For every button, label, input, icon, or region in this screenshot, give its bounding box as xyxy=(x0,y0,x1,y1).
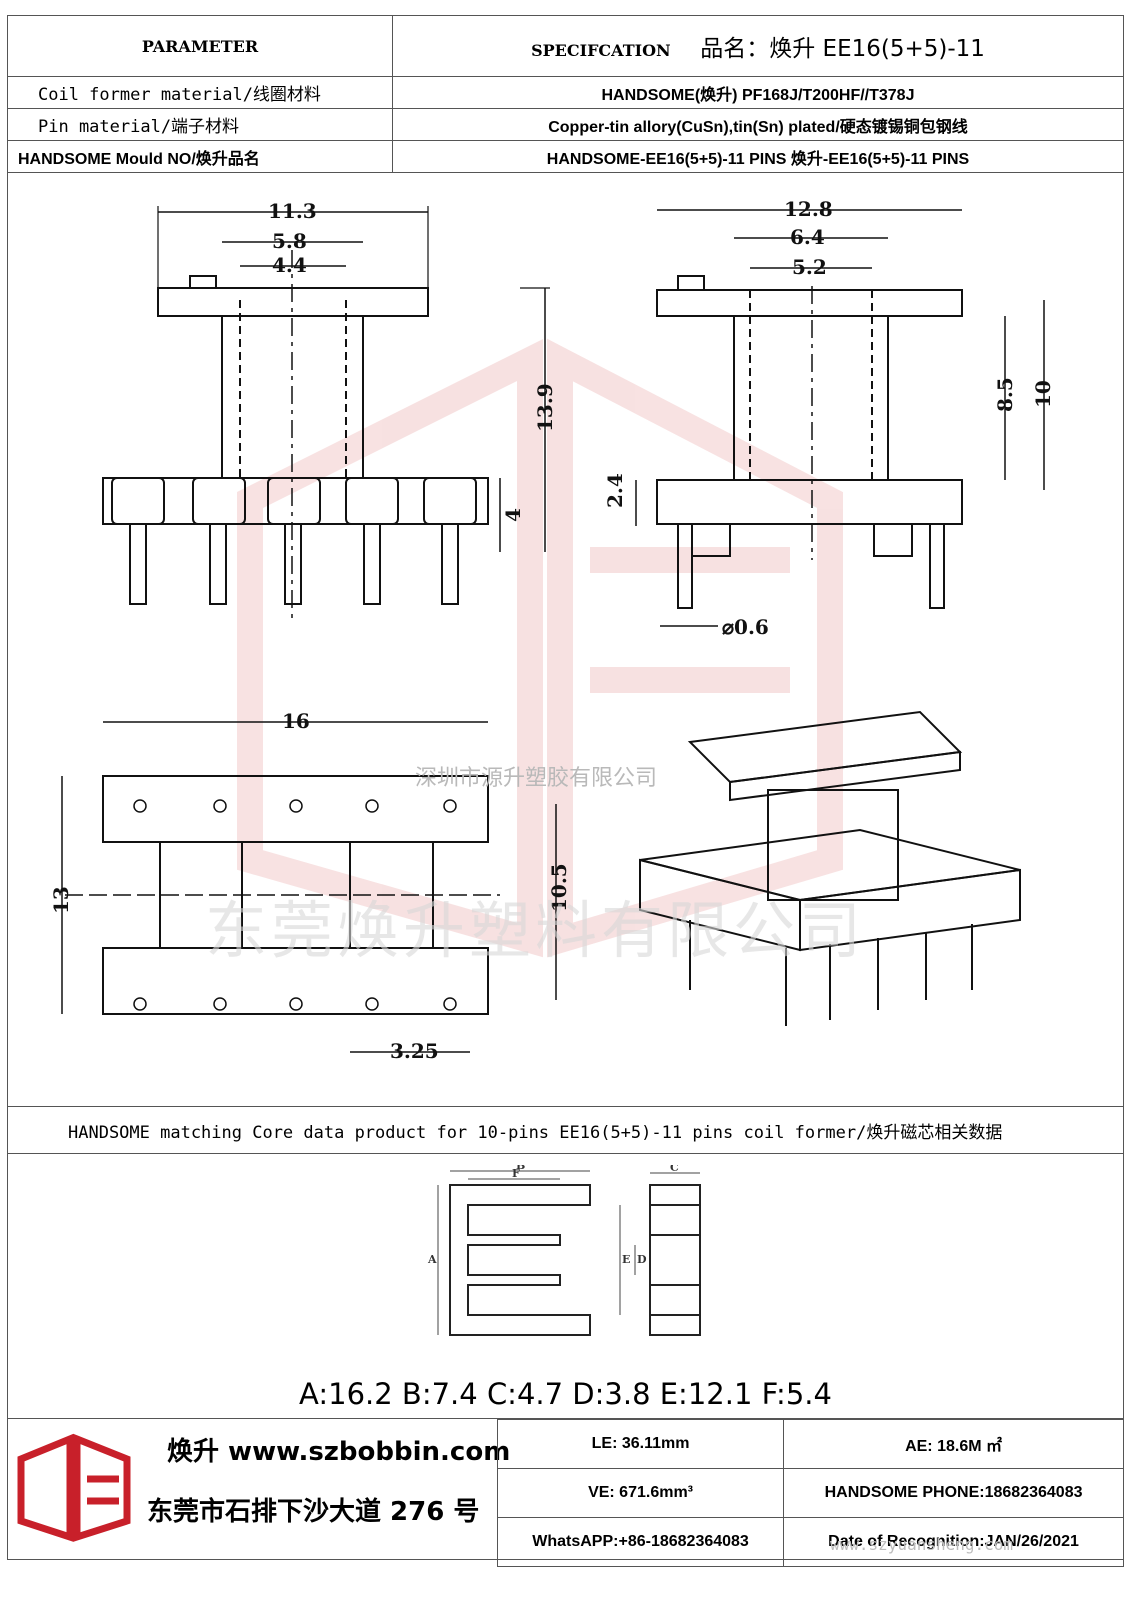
specification-header: SPECIFCATION 品名：焕升 EE16(5+5)-11 xyxy=(392,15,1124,77)
product-name: 品名：焕升 EE16(5+5)-11 xyxy=(700,36,985,62)
dim-e-value: 4 xyxy=(501,508,525,522)
ae-value: AE: 18.6M ㎡ xyxy=(783,1419,1124,1469)
footer: 焕升 www.szbobbin.com 东莞市石排下沙大道 276 号 LE: … xyxy=(7,1418,1124,1567)
dim-p-value: 13 xyxy=(49,886,73,914)
handsome-logo xyxy=(17,1433,131,1542)
dim-c-value: 4.4 xyxy=(272,253,307,277)
core-label-d: D xyxy=(637,1253,647,1266)
parameter-header: PARAMETER xyxy=(7,15,393,77)
row-label-coil-material: Coil former material/线圈材料 xyxy=(7,76,393,109)
core-label-a: A xyxy=(427,1253,437,1266)
dim-h-value: 6.4 xyxy=(790,225,825,249)
row-value-pin-material: Copper-tin allory(CuSn),tin(Sn) plated/硬… xyxy=(392,108,1124,141)
core-label-e: E xyxy=(622,1253,630,1266)
row-value-mould-no: HANDSOME-EE16(5+5)-11 PINS 焕升-EE16(5+5)-… xyxy=(392,140,1124,173)
phone-value: HANDSOME PHONE:18682364083 xyxy=(783,1468,1124,1518)
row-label-mould-no: HANDSOME Mould NO/焕升品名 xyxy=(7,140,393,173)
brand-website: 焕升 www.szbobbin.com xyxy=(167,1437,511,1467)
le-value: LE: 36.11mm xyxy=(496,1419,785,1469)
row-label-pin-material: Pin material/端子材料 xyxy=(7,108,393,141)
technical-drawing: 11.3 5.8 4.4 13.9 4 2.4 12.8 6.4 5.2 8.5… xyxy=(49,197,1055,1063)
brand-address: 东莞市石排下沙大道 276 号 xyxy=(147,1497,480,1527)
side-top-flange xyxy=(656,289,963,317)
front-base xyxy=(102,477,489,525)
iso-top-flange xyxy=(687,710,963,784)
footer-table: LE: 36.11mm AE: 18.6M ㎡ VE: 671.6mm³ HAN… xyxy=(496,1419,1124,1567)
core-label-f: F xyxy=(512,1167,520,1180)
dim-m-value: 16 xyxy=(282,709,310,733)
dim-i-value: 5.2 xyxy=(792,255,827,279)
watermark-company-small: 深圳市源升塑胶有限公司 xyxy=(415,766,658,791)
dim-k-value: 10 xyxy=(1031,380,1055,408)
core-diagram: B F A E D C xyxy=(427,1165,701,1336)
dim-a-value: 11.3 xyxy=(268,199,317,223)
front-top-flange xyxy=(157,287,429,317)
watermark-logo-background xyxy=(237,338,843,958)
dim-l-value: ⌀0.6 xyxy=(722,615,769,639)
specification-label: SPECIFCATION xyxy=(531,41,671,60)
core-values: A:16.2 B:7.4 C:4.7 D:3.8 E:12.1 F:5.4 xyxy=(299,1377,832,1411)
dim-g-value: 12.8 xyxy=(784,197,833,221)
side-base xyxy=(656,479,963,525)
core-data-bar: HANDSOME matching Core data product for … xyxy=(7,1106,1124,1154)
date-value: Date of Recognition:JAN/26/2021 xyxy=(783,1517,1124,1567)
watermark-url: www.szyuansheng.com xyxy=(830,1535,1014,1554)
spec-table: PARAMETER SPECIFCATION 品名：焕升 EE16(5+5)-1… xyxy=(7,15,1124,173)
core-label-b: B xyxy=(516,1165,525,1172)
whatsapp-value: WhatsAPP:+86-18682364083 xyxy=(496,1517,785,1567)
dim-d-value: 13.9 xyxy=(533,383,557,432)
dim-f-value: 2.4 xyxy=(603,473,627,508)
watermark-company-large: 东莞焕升塑料有限公司 xyxy=(205,894,866,967)
ve-value: VE: 671.6mm³ xyxy=(496,1468,785,1518)
bottom-top-comb xyxy=(102,775,489,843)
dim-o-value: 3.25 xyxy=(390,1039,439,1063)
dim-b-value: 5.8 xyxy=(272,229,307,253)
row-value-coil-material: HANDSOME(焕升) PF168J/T200HF//T378J xyxy=(392,76,1124,109)
core-label-c: C xyxy=(670,1165,679,1174)
dim-j-value: 8.5 xyxy=(993,377,1017,412)
dim-n-value: 10.5 xyxy=(547,863,571,912)
